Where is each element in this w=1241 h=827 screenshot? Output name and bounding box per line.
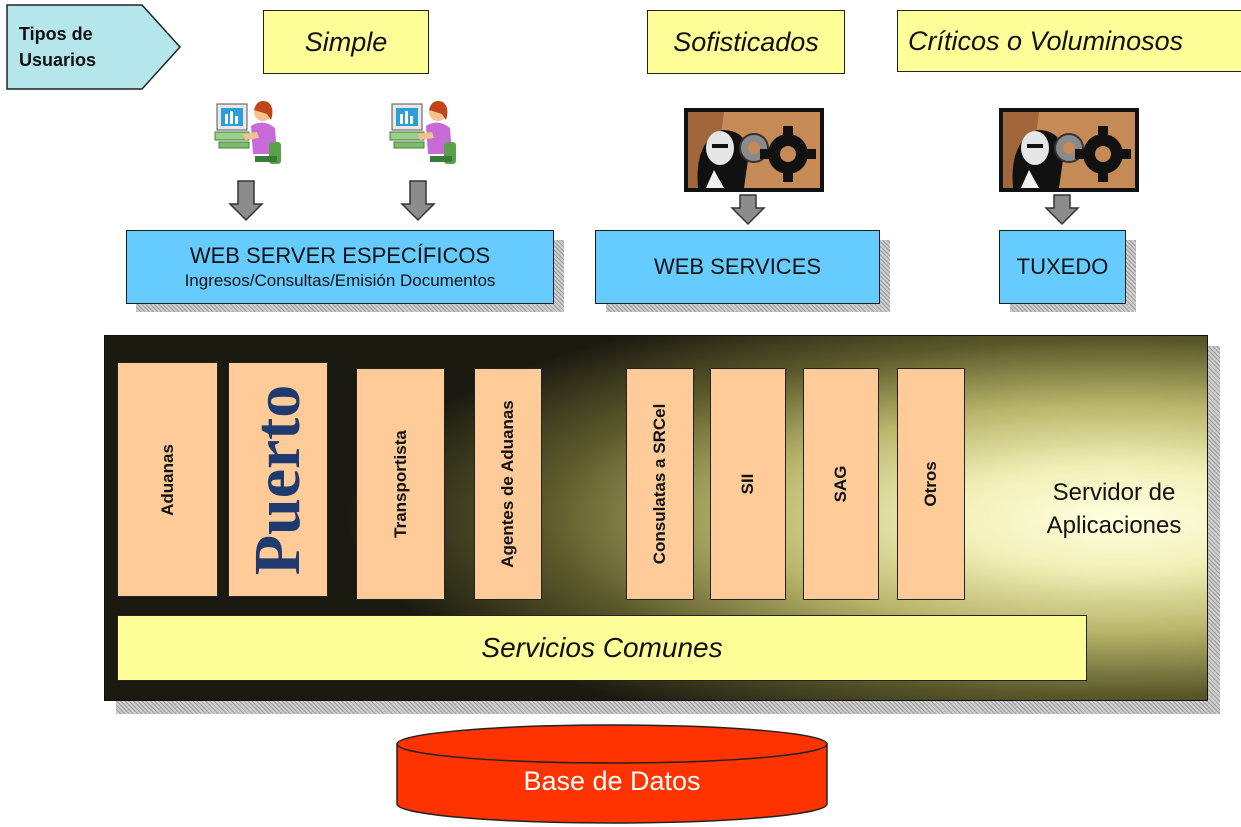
- module-label: Transportista: [390, 430, 410, 538]
- web-server-title: WEB SERVER ESPECÍFICOS: [189, 243, 491, 268]
- module-sag: SAG: [803, 368, 879, 600]
- module-label: Agentes de Aduanas: [498, 400, 517, 568]
- module-agentes-de-aduanas: Agentes de Aduanas: [474, 368, 542, 600]
- database-icon: Base de Datos: [396, 724, 828, 824]
- category-sofisticados: Sofisticados: [647, 10, 845, 74]
- module-label: Puerto: [241, 384, 314, 575]
- web-services-label: WEB SERVICES: [653, 254, 822, 279]
- user-computer-icon-2: [388, 98, 460, 170]
- down-arrow-icon: [228, 180, 264, 222]
- database-label: Base de Datos: [523, 766, 701, 796]
- common-services-bar: Servicios Comunes: [117, 615, 1087, 681]
- tuxedo-label: TUXEDO: [1016, 254, 1109, 279]
- category-simple: Simple: [263, 10, 429, 74]
- pentagon-shape: [6, 4, 182, 90]
- common-services-label: Servicios Comunes: [481, 632, 723, 663]
- web-server-box: WEB SERVER ESPECÍFICOS Ingresos/Consulta…: [126, 230, 554, 304]
- category-criticos: Críticos o Voluminosos: [897, 10, 1241, 72]
- module-transportista: Transportista: [356, 368, 445, 600]
- module-sii: SII: [710, 368, 786, 600]
- module-puerto: Puerto: [228, 362, 328, 597]
- down-arrow-icon: [1044, 194, 1080, 226]
- user-computer-icon-1: [213, 98, 285, 170]
- web-services-box: WEB SERVICES: [595, 230, 880, 304]
- tuxedo-box: TUXEDO: [999, 230, 1126, 304]
- user-types-text: Tipos de Usuarios: [19, 24, 97, 70]
- module-aduanas: Aduanas: [117, 362, 218, 597]
- app-server-label: Servidor de Aplicaciones: [1046, 479, 1182, 539]
- module-label: SII: [738, 473, 757, 495]
- down-arrow-icon: [730, 194, 766, 226]
- module-label: Otros: [921, 461, 940, 507]
- web-server-subtitle: Ingresos/Consultas/Emisión Documentos: [184, 271, 496, 290]
- robot-gear-icon-2: [999, 108, 1139, 192]
- module-label: Aduanas: [157, 443, 177, 516]
- user-types-label: Tipos de Usuarios: [6, 4, 182, 90]
- module-otros: Otros: [897, 368, 965, 600]
- module-label: SAG: [831, 465, 850, 503]
- down-arrow-icon: [400, 180, 436, 222]
- robot-gear-icon-1: [684, 108, 824, 192]
- module-consulatas-srcel: Consulatas a SRCel: [626, 368, 694, 600]
- module-label: Consulatas a SRCel: [650, 403, 669, 565]
